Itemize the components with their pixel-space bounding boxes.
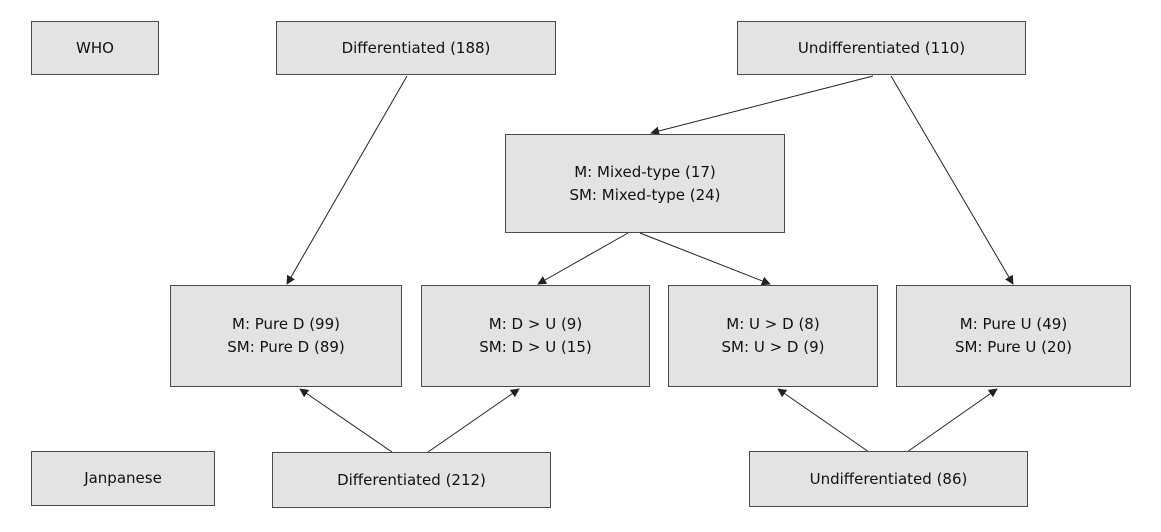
arrow-jp-undiff-to-u-gt-d (777, 388, 870, 453)
arrow-jp-diff-to-pure-d (299, 388, 393, 453)
arrow-jp-undiff-to-pure-u (906, 388, 998, 453)
japanese-differentiated-box: Differentiated (212) (272, 452, 551, 508)
mixed-m-line: M: Mixed-type (17) (574, 162, 716, 181)
arrow-who-undiff-to-pure-u (890, 75, 1014, 285)
d-gt-u-m-line: M: D > U (9) (488, 315, 583, 333)
mixed-sm-line: SM: Mixed-type (24) (569, 185, 721, 204)
arrow-jp-diff-to-d-gt-u (427, 388, 520, 453)
arrow-who-diff-to-pure-d (286, 75, 408, 285)
japanese-undifferentiated-label: Undifferentiated (86) (809, 469, 968, 488)
pure-u-sm-line: SM: Pure U (20) (955, 338, 1072, 356)
pure-u-box: M: Pure U (49) SM: Pure U (20) (896, 285, 1131, 387)
u-gt-d-m-line: M: U > D (8) (726, 315, 820, 333)
japanese-undifferentiated-box: Undifferentiated (86) (749, 451, 1028, 507)
who-label: WHO (76, 38, 114, 57)
who-label-box: WHO (31, 21, 159, 75)
d-gt-u-sm-line: SM: D > U (15) (479, 338, 592, 356)
arrow-mixed-to-d-gt-u (537, 232, 629, 285)
d-gt-u-box: M: D > U (9) SM: D > U (15) (421, 285, 650, 387)
japanese-label: Janpanese (84, 469, 162, 487)
u-gt-d-box: M: U > D (8) SM: U > D (9) (668, 285, 878, 387)
who-undifferentiated-label: Undifferentiated (110) (797, 38, 966, 57)
japanese-differentiated-label: Differentiated (212) (337, 470, 486, 489)
arrow-who-undiff-to-mixed (650, 75, 874, 136)
arrow-mixed-to-u-gt-d (639, 232, 771, 286)
who-undifferentiated-box: Undifferentiated (110) (737, 21, 1026, 75)
pure-d-box: M: Pure D (99) SM: Pure D (89) (170, 285, 402, 387)
who-differentiated-box: Differentiated (188) (276, 21, 556, 75)
pure-d-m-line: M: Pure D (99) (232, 315, 340, 333)
u-gt-d-sm-line: SM: U > D (9) (721, 338, 825, 356)
pure-u-m-line: M: Pure U (49) (959, 315, 1068, 333)
who-differentiated-label: Differentiated (188) (341, 38, 491, 57)
mixed-type-box: M: Mixed-type (17) SM: Mixed-type (24) (505, 134, 785, 233)
japanese-label-box: Janpanese (31, 451, 215, 506)
pure-d-sm-line: SM: Pure D (89) (227, 338, 345, 356)
